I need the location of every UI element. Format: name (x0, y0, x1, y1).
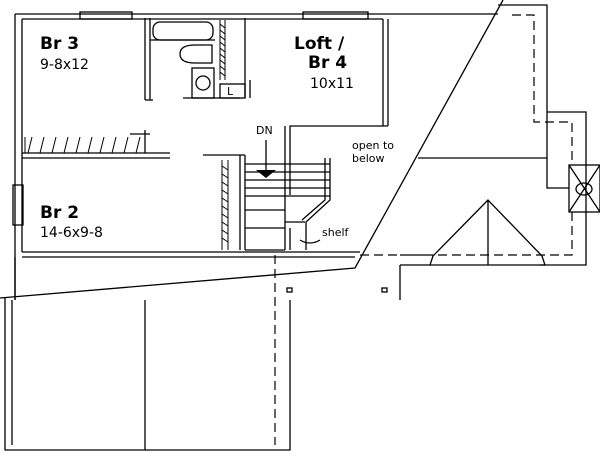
linen-label: L (227, 85, 234, 98)
bath-fixtures: L (24, 20, 246, 250)
shelf-label: shelf (322, 226, 350, 239)
bathtub-icon (152, 21, 214, 41)
chimney-icon (568, 164, 600, 213)
room-name-br3: Br 3 (40, 34, 79, 54)
stairs-down-label: DN (256, 124, 273, 137)
closet-shelving (24, 20, 229, 250)
room-name-loft-line1: Loft / (294, 34, 345, 54)
shelf-leader (299, 239, 321, 244)
sink-icon (191, 67, 215, 99)
window-icon (12, 184, 24, 226)
window-icon (79, 11, 133, 20)
windows (12, 11, 369, 226)
stairs-arrow-icon (256, 170, 276, 178)
labels: Br 3 9-8x12 Loft / Br 4 10x11 Br 2 14-6x… (40, 34, 394, 244)
toilet-icon (179, 44, 213, 64)
room-name-loft-line2: Br 4 (308, 53, 347, 73)
room-size-loft: 10x11 (310, 76, 354, 92)
open-to-below-line1: open to (352, 139, 394, 152)
window-icon (302, 11, 369, 20)
room-size-br3: 9-8x12 (40, 57, 89, 73)
linen-closet (219, 83, 246, 99)
room-size-br2: 14-6x9-8 (40, 225, 103, 241)
room-name-br2: Br 2 (40, 203, 79, 223)
open-to-below-line2: below (352, 152, 385, 165)
